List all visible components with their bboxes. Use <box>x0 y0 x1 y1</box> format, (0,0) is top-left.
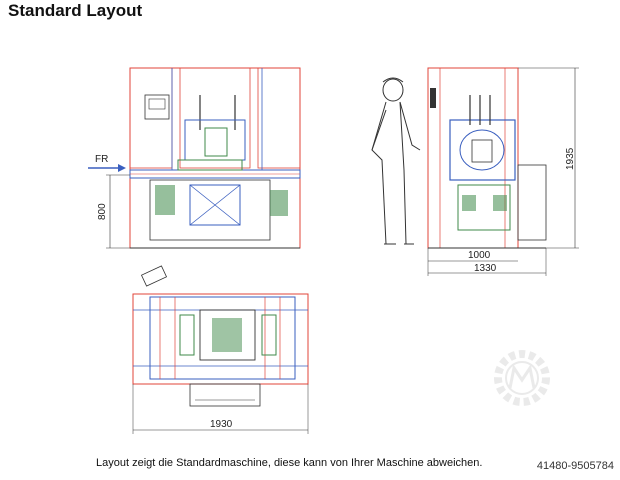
infeed-arrow-icon <box>118 164 126 172</box>
caption: Layout zeigt die Standardmaschine, diese… <box>96 457 483 469</box>
side-outer-width-dimension: 1330 <box>474 263 497 274</box>
flow-label: FR <box>95 154 108 165</box>
side-view: 1935 1000 1330 <box>371 67 579 276</box>
side-inner-width-dimension: 1000 <box>468 250 491 261</box>
control-panel <box>144 94 170 120</box>
side-height-dimension: 1935 <box>565 147 576 170</box>
top-width-dimension: 1930 <box>210 419 233 430</box>
operator-figure <box>371 77 421 245</box>
page-title: Standard Layout <box>8 1 143 20</box>
watermark-gear-icon <box>494 350 550 406</box>
top-view: 1930 <box>132 265 309 434</box>
reference-id: 41480-9505784 <box>536 460 614 472</box>
front-view: FR 800 <box>88 67 301 249</box>
front-height-dimension: 800 <box>97 203 108 220</box>
